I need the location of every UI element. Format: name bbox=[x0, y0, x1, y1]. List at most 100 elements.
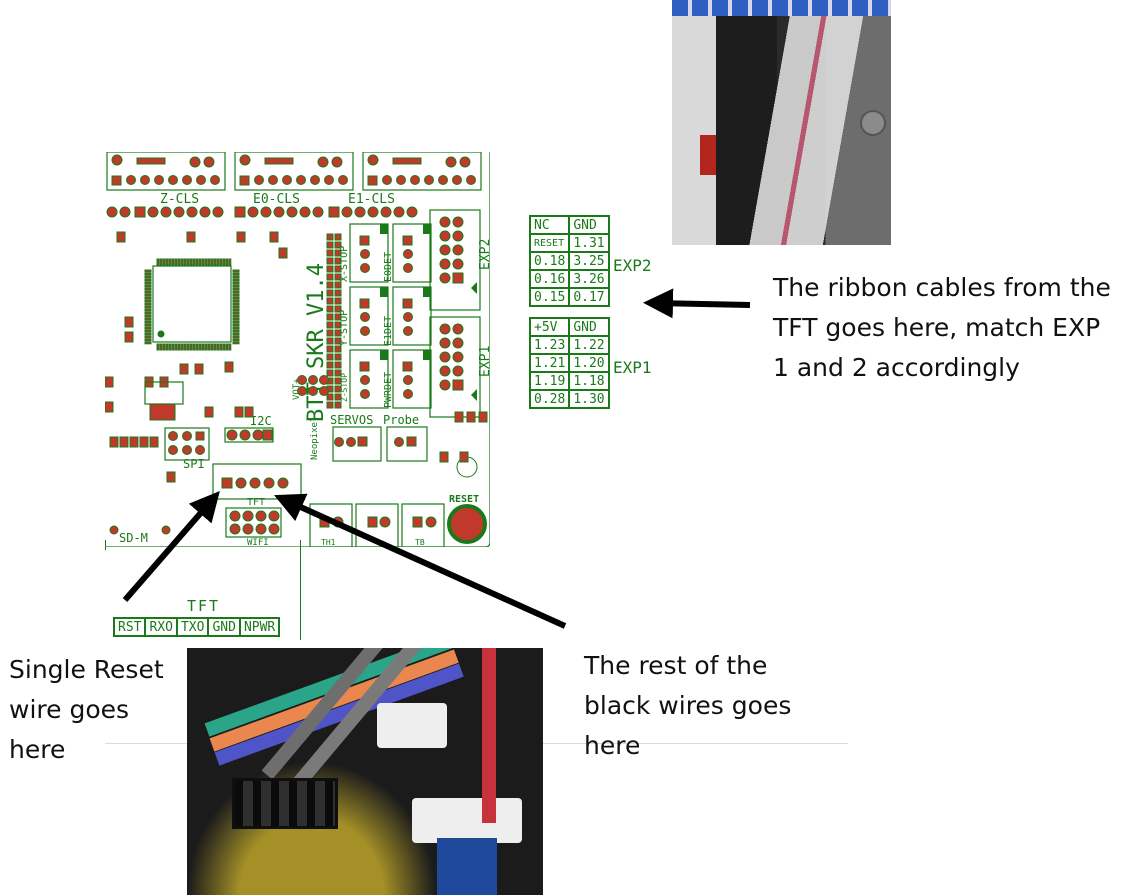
mcu-pin bbox=[232, 329, 240, 333]
jst-pad bbox=[403, 263, 413, 273]
mcu-pin bbox=[186, 258, 190, 266]
exp2-pin-cell: 0.16 bbox=[528, 269, 571, 289]
header-pin bbox=[334, 241, 342, 249]
smd-component bbox=[459, 451, 469, 463]
mcu-pin bbox=[144, 299, 152, 303]
jst-key bbox=[423, 224, 431, 234]
mcu-pin bbox=[232, 302, 240, 306]
exp-pad bbox=[452, 258, 464, 270]
smd-component bbox=[124, 316, 134, 328]
driver-pad bbox=[324, 175, 334, 185]
mcu-pin bbox=[216, 258, 220, 266]
mcu-pin bbox=[144, 329, 152, 333]
mcu-pin bbox=[144, 320, 152, 324]
note-black-line: here bbox=[584, 731, 641, 760]
header-pin bbox=[326, 321, 334, 329]
vot-pad bbox=[297, 375, 307, 385]
exp-pad bbox=[439, 379, 451, 391]
mcu-pin bbox=[144, 317, 152, 321]
mcu-pin bbox=[198, 343, 202, 351]
smd-component bbox=[454, 411, 464, 423]
jst-pad bbox=[403, 375, 413, 385]
smd-component bbox=[478, 411, 488, 423]
mcu-pin bbox=[232, 290, 240, 294]
smd-component bbox=[244, 406, 254, 418]
smd-component bbox=[109, 436, 119, 448]
wifi-pad bbox=[242, 510, 254, 522]
cls-pad bbox=[299, 206, 311, 218]
jst-key bbox=[380, 350, 388, 360]
mcu-pin bbox=[232, 275, 240, 279]
mcu-pin bbox=[159, 258, 163, 266]
smd-component bbox=[149, 403, 176, 421]
mcu-pin bbox=[144, 278, 152, 282]
mcu-pin bbox=[232, 296, 240, 300]
label-spi: SPI bbox=[183, 457, 205, 471]
driver-pad bbox=[136, 157, 166, 165]
driver-pad bbox=[466, 175, 476, 185]
header-pin bbox=[326, 313, 334, 321]
smd-component bbox=[149, 436, 159, 448]
exp1-pin-cell: 1.23 bbox=[528, 335, 571, 355]
mcu-pin bbox=[232, 332, 240, 336]
mcu-pin bbox=[186, 343, 190, 351]
smd-component bbox=[194, 363, 204, 375]
jst-pad bbox=[360, 389, 370, 399]
mcu-pin bbox=[207, 258, 211, 266]
cls-pad bbox=[260, 206, 272, 218]
mcu-pin bbox=[213, 258, 217, 266]
jst-pad bbox=[402, 298, 413, 309]
header-pin bbox=[334, 353, 342, 361]
header-pin bbox=[334, 361, 342, 369]
wifi-pad bbox=[229, 523, 241, 535]
exp-pad bbox=[439, 337, 451, 349]
note-ribbon-cables: The ribbon cables from the TFT goes here… bbox=[773, 268, 1111, 388]
jst-connector bbox=[392, 286, 432, 346]
cls-pad bbox=[119, 206, 131, 218]
driver-pad bbox=[459, 156, 471, 168]
driver-pad bbox=[445, 156, 457, 168]
exp-pad bbox=[439, 351, 451, 363]
driver-pad bbox=[424, 175, 434, 185]
cls-pad bbox=[367, 206, 379, 218]
mcu-pin bbox=[144, 281, 152, 285]
cls-pad bbox=[380, 206, 392, 218]
cls-pad bbox=[212, 206, 224, 218]
mcu-pin bbox=[144, 275, 152, 279]
driver-sockets bbox=[106, 152, 482, 191]
driver-pad bbox=[203, 156, 215, 168]
exp-pad bbox=[452, 337, 464, 349]
header-pin bbox=[334, 313, 342, 321]
label-exp1-board: EXP1 bbox=[478, 346, 490, 377]
driver-pad bbox=[410, 175, 420, 185]
smd-component bbox=[204, 406, 214, 418]
jst-pad bbox=[403, 389, 413, 399]
exp2-pin-cell: RESET bbox=[528, 233, 571, 253]
mcu-pin bbox=[204, 343, 208, 351]
driver-pad bbox=[296, 175, 306, 185]
exp1-pin-cell: 0.28 bbox=[528, 389, 571, 409]
note-reset-wire: Single Reset wire goes here bbox=[9, 650, 164, 770]
wifi-outline bbox=[225, 507, 282, 538]
label-neopixel: Neopixel bbox=[310, 417, 320, 460]
mcu-pin bbox=[232, 287, 240, 291]
exp1-pin-cell: GND bbox=[568, 317, 610, 337]
mcu-pin bbox=[144, 341, 152, 345]
mcu-pin bbox=[159, 343, 163, 351]
vot-pad bbox=[308, 386, 318, 396]
cls-pad bbox=[328, 206, 340, 218]
vot-pad bbox=[319, 386, 329, 396]
smd-component bbox=[119, 436, 129, 448]
cls-pad bbox=[186, 206, 198, 218]
header-pin bbox=[334, 297, 342, 305]
exp-pad bbox=[439, 365, 451, 377]
mcu-pin bbox=[204, 258, 208, 266]
header-pin bbox=[326, 265, 334, 273]
note-reset-line: wire goes bbox=[9, 695, 130, 724]
jst-pad bbox=[359, 298, 370, 309]
